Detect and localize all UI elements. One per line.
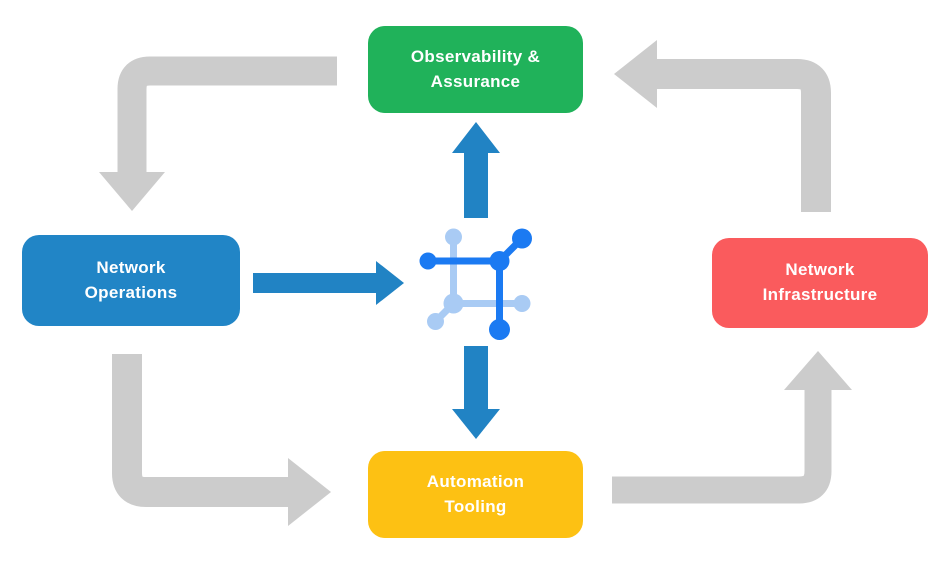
node-label-line: Operations [84,282,178,302]
node-label-line: Infrastructure [762,285,878,304]
node-network-operations: Network Operations [22,235,240,326]
node-label-line: Tooling [444,496,507,516]
flow-arrow-center-to-automation [452,346,500,439]
flow-arrow-operations-to-center [253,261,404,305]
flow-arrow-center-to-observability [452,122,500,218]
node-label-line: Observability & [410,46,541,66]
node-network-infrastructure: Network Infrastructure [712,238,928,328]
node-label-line: Assurance [430,71,521,91]
node-label-line: Network [96,257,166,277]
network-fabric-icon-blue-nodes [419,228,532,340]
cycle-arrow-operations-to-automation [112,354,331,526]
node-label-line: Network [785,260,855,280]
cycle-arrow-observability-to-operations [99,56,337,211]
node-label-line: Automation [426,471,525,491]
network-fabric-icon [419,228,532,340]
cycle-arrow-infrastructure-to-observability [614,40,831,212]
node-automation-tooling: Automation Tooling [368,451,583,538]
node-observability-assurance: Observability & Assurance [368,26,583,113]
network-fabric-icon-light-nodes [427,228,531,330]
cycle-arrow-automation-to-infrastructure [612,351,852,504]
